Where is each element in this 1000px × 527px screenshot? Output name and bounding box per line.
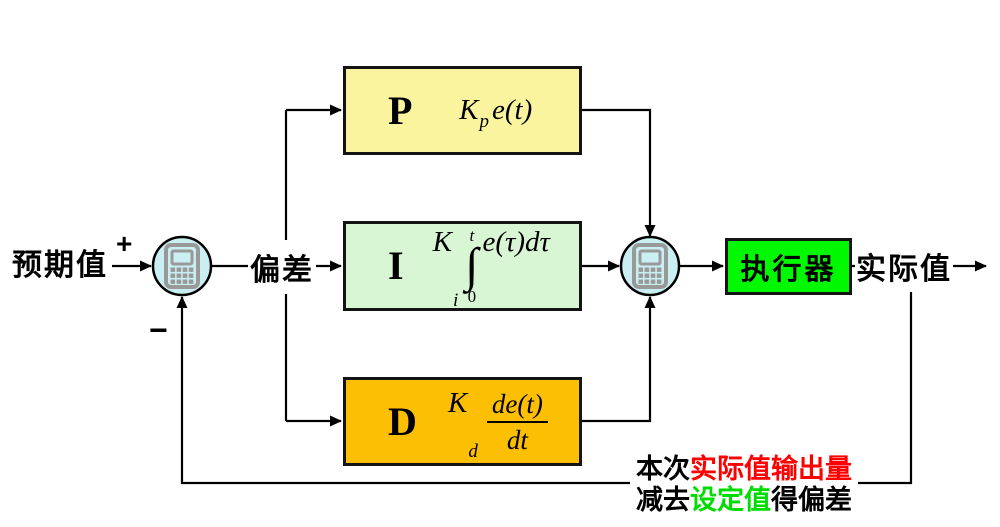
setpoint-label: 预期值 xyxy=(12,249,108,282)
p-block: P K p e(t) xyxy=(343,66,582,155)
integral-symbol: t ∫ 0 xyxy=(465,226,479,306)
error-label: 偏差 xyxy=(248,240,316,294)
d-block: D K d de(t) dt xyxy=(343,377,582,466)
d-coef: K xyxy=(448,386,468,419)
d-letter: D xyxy=(388,398,417,444)
i-letter: I xyxy=(388,243,404,288)
note-line-1: 本次实际值输出量 xyxy=(636,454,852,485)
integral-upper-limit: t xyxy=(469,226,475,245)
note-line1-prefix: 本次 xyxy=(636,454,690,484)
note-line2-suffix: 得偏差 xyxy=(771,485,852,515)
i-coef: K xyxy=(432,226,453,258)
wire-feedback xyxy=(176,292,913,485)
i-expr: e(τ)dτ xyxy=(482,226,550,258)
note-line2-prefix: 减去 xyxy=(636,485,690,515)
p-coef-sub: p xyxy=(479,111,490,132)
p-formula: K p e(t) xyxy=(412,94,579,132)
fraction-denominator: dt xyxy=(506,424,528,455)
wire-p-out xyxy=(582,108,656,237)
p-letter: P xyxy=(388,87,413,133)
note-line-2: 减去设定值得偏差 xyxy=(636,485,852,516)
d-formula: K d de(t) dt xyxy=(417,386,579,461)
fraction-numerator: de(t) xyxy=(486,389,548,423)
output-label: 实际值 xyxy=(855,243,953,289)
p-coef: K xyxy=(459,94,479,126)
p-expr: e(t) xyxy=(492,94,533,126)
integral-lower-limit: 0 xyxy=(467,287,477,306)
integral-sign: ∫ xyxy=(465,239,479,292)
note-line1-highlight: 实际值输出量 xyxy=(690,454,852,484)
wire-d-out xyxy=(582,296,656,423)
minus-sign: − xyxy=(149,312,168,348)
feedback-note: 本次实际值输出量 减去设定值得偏差 xyxy=(630,452,858,519)
actuator-block: 执行器 xyxy=(725,238,852,295)
derivative-fraction: de(t) dt xyxy=(486,389,548,455)
i-block: I K i t ∫ 0 e(τ)dτ xyxy=(343,221,582,311)
i-formula: K i t ∫ 0 e(τ)dτ xyxy=(404,226,579,310)
actuator-label: 执行器 xyxy=(740,253,837,286)
i-coef-sub: i xyxy=(453,290,459,311)
note-line2-highlight: 设定值 xyxy=(690,485,771,515)
plus-sign: + xyxy=(116,228,133,259)
d-coef-sub: d xyxy=(468,440,478,462)
